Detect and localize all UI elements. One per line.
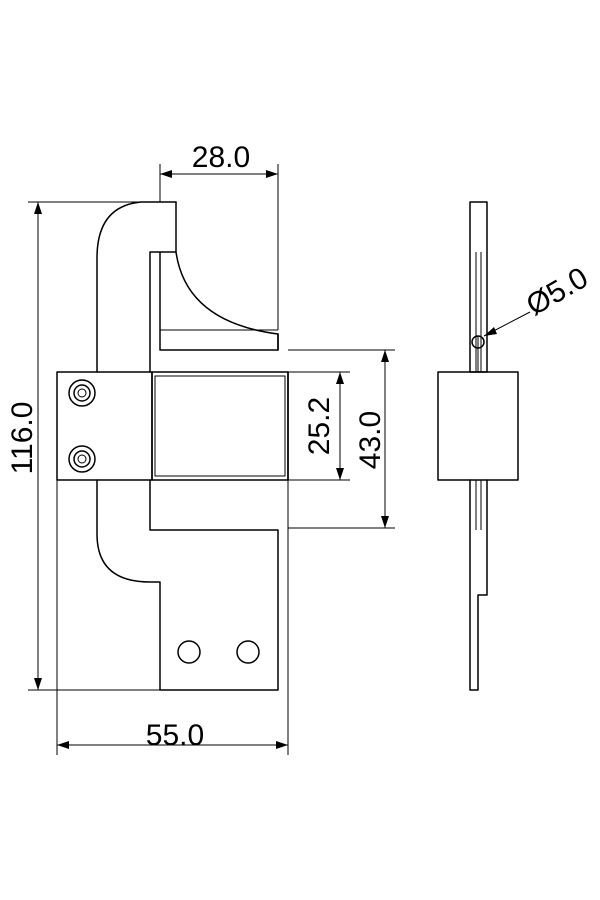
screw-top: [68, 379, 96, 407]
front-view: [56, 201, 289, 691]
dim-inner-height-label: 25.2: [303, 397, 336, 455]
dim-block-height: 43.0: [288, 349, 395, 529]
mounting-hole-right: [236, 640, 260, 664]
hinge-block-center: [151, 371, 289, 481]
side-view: [437, 201, 519, 691]
dim-overall-height: 116.0: [6, 201, 160, 691]
screw-bottom: [68, 445, 96, 473]
dim-block-height-label: 43.0: [354, 411, 387, 469]
dim-overall-width-label: 55.0: [146, 719, 204, 752]
side-bottom-plate: [469, 479, 488, 691]
dim-pin-diameter: Ø5.0: [483, 261, 594, 337]
dim-overall-width: 55.0: [56, 480, 289, 755]
hinge-block-inner: [154, 375, 286, 477]
top-tab: [149, 201, 279, 373]
mounting-hole-left: [177, 640, 201, 664]
dim-top-width-label: 28.0: [192, 141, 250, 174]
dim-pin-diameter-label: Ø5.0: [521, 261, 594, 322]
dim-top-width: 28.0: [159, 141, 279, 330]
dim-inner-height: 25.2: [288, 371, 350, 481]
back-plate-outline: [96, 201, 279, 691]
dim-overall-height-label: 116.0: [6, 402, 39, 475]
side-block: [437, 371, 519, 481]
hinge-block-left: [56, 371, 153, 481]
